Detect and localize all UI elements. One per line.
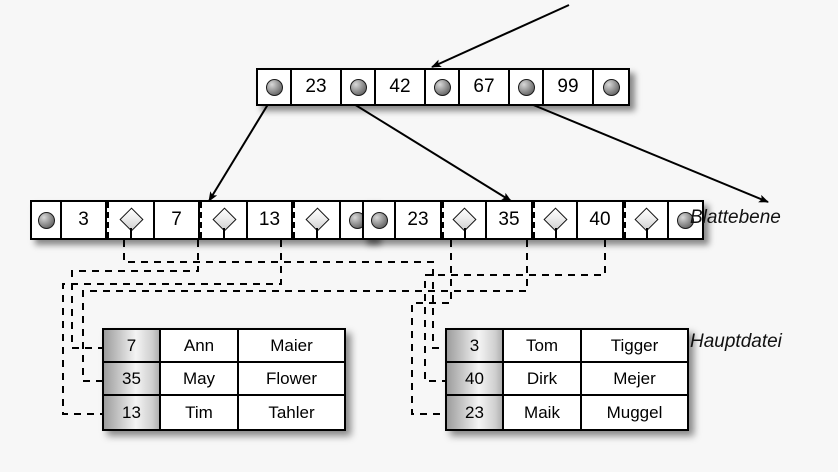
pointer-sphere-icon: [370, 211, 388, 229]
leaf-right-record-pointer-2[interactable]: [624, 202, 669, 239]
table-row[interactable]: 7 Ann Maier: [104, 330, 344, 363]
leaf-left-record-pointer-0[interactable]: [107, 202, 155, 239]
root-pointer-1[interactable]: [342, 70, 376, 104]
leaf-right-key-1: 35: [487, 202, 533, 238]
table-row[interactable]: 3 Tom Tigger: [447, 330, 687, 363]
table-row[interactable]: 35 May Flower: [104, 363, 344, 396]
table-row[interactable]: 13 Tim Tahler: [104, 396, 344, 429]
pointer-sphere-icon: [602, 78, 620, 96]
row-last-name: Muggel: [606, 402, 663, 422]
arrow-root-to-leaf-left: [208, 100, 271, 202]
diamond-icon: [626, 202, 667, 239]
leaf-node-right[interactable]: 23 35 40: [362, 200, 704, 240]
root-node[interactable]: 23 42 67 99: [256, 68, 630, 106]
row-first-name: Maik: [504, 396, 582, 429]
row-key: 13: [104, 396, 161, 429]
diamond-icon: [202, 202, 246, 239]
root-key-0: 23: [292, 70, 342, 104]
leaf-right-prev-pointer[interactable]: [364, 202, 396, 238]
row-key: 23: [447, 396, 504, 429]
row-first-name: Tim: [161, 396, 239, 429]
root-pointer-2[interactable]: [426, 70, 460, 104]
leaf-node-left[interactable]: 3 7 13: [30, 200, 376, 240]
pointer-sphere-icon: [677, 211, 694, 229]
row-key: 35: [104, 363, 161, 394]
arrow-into-root: [431, 4, 570, 68]
diamond-icon: [109, 202, 153, 239]
row-last-name: Maier: [270, 335, 313, 355]
root-key-2: 67: [460, 70, 510, 104]
pointer-sphere-icon: [517, 78, 535, 96]
root-pointer-0[interactable]: [258, 70, 292, 104]
row-key: 3: [447, 330, 504, 361]
leaf-left-record-pointer-2[interactable]: [293, 202, 341, 239]
diamond-icon: [535, 202, 576, 239]
row-last-name: Tahler: [268, 402, 315, 422]
caption-leaf-level: Blattebene: [690, 207, 781, 228]
root-key-3: 99: [544, 70, 594, 104]
leaf-left-record-pointer-1[interactable]: [200, 202, 248, 239]
diamond-icon: [444, 202, 485, 239]
pointer-sphere-icon: [433, 78, 451, 96]
row-last-name: Flower: [265, 368, 317, 388]
row-last-name: Mejer: [613, 368, 656, 388]
main-file-table-right[interactable]: 3 Tom Tigger 40 Dirk Mejer 23 Maik Mugge…: [445, 328, 689, 431]
leaf-right-next-pointer[interactable]: [669, 202, 702, 238]
leaf-right-record-pointer-1[interactable]: [533, 202, 578, 239]
row-first-name: Ann: [161, 330, 239, 361]
leaf-left-key-2: 13: [248, 202, 293, 238]
table-row[interactable]: 23 Maik Muggel: [447, 396, 687, 429]
row-first-name: Tom: [504, 330, 582, 361]
leaf-right-record-pointer-0[interactable]: [442, 202, 487, 239]
root-pointer-3[interactable]: [510, 70, 544, 104]
pointer-sphere-icon: [349, 78, 367, 96]
leaf-right-key-2: 40: [578, 202, 624, 238]
row-key: 40: [447, 363, 504, 394]
pointer-sphere-icon: [265, 78, 283, 96]
root-pointer-4[interactable]: [594, 70, 628, 104]
row-first-name: May: [161, 363, 239, 394]
diamond-icon: [295, 202, 339, 239]
main-file-table-left[interactable]: 7 Ann Maier 35 May Flower 13 Tim Tahler: [102, 328, 346, 431]
table-row[interactable]: 40 Dirk Mejer: [447, 363, 687, 396]
pointer-sphere-icon: [37, 211, 55, 229]
arrow-root-to-right-subtree: [513, 96, 769, 203]
leaf-right-key-0: 23: [396, 202, 442, 238]
caption-main-file: Hauptdatei: [690, 331, 782, 352]
arrow-root-to-leaf-right: [348, 100, 512, 202]
leaf-left-prev-pointer[interactable]: [32, 202, 62, 238]
leaf-left-key-0: 3: [62, 202, 107, 238]
leaf-left-key-1: 7: [155, 202, 200, 238]
row-first-name: Dirk: [504, 363, 582, 394]
row-key: 7: [104, 330, 161, 361]
root-key-1: 42: [376, 70, 426, 104]
row-last-name: Tigger: [610, 335, 659, 355]
